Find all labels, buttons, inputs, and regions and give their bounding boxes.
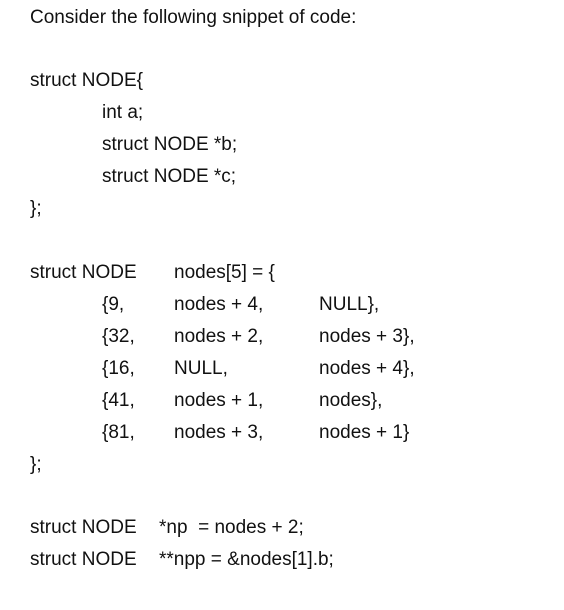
row-value-b: nodes + 2, — [174, 326, 264, 347]
struct-field: int a; — [102, 102, 144, 123]
row-value-a: {16, — [102, 358, 135, 379]
row-value-c: nodes + 1} — [319, 422, 410, 443]
pointer-decl-npp: **npp = &nodes[1].b; — [159, 549, 334, 570]
struct-field: struct NODE *b; — [102, 134, 238, 155]
pointer-type: struct NODE — [30, 517, 137, 538]
array-type: struct NODE — [30, 262, 137, 283]
row-value-b: nodes + 4, — [174, 294, 264, 315]
row-value-a: {9, — [102, 294, 125, 315]
row-value-c: NULL}, — [319, 294, 380, 315]
heading: Consider the following snippet of code: — [30, 7, 357, 28]
row-value-c: nodes + 3}, — [319, 326, 415, 347]
struct-field: struct NODE *c; — [102, 166, 237, 187]
row-value-a: {81, — [102, 422, 135, 443]
row-value-b: NULL, — [174, 358, 228, 379]
pointer-type: struct NODE — [30, 549, 137, 570]
array-close-line: }; — [30, 454, 42, 475]
struct-close-line: }; — [30, 198, 42, 219]
row-value-b: nodes + 3, — [174, 422, 264, 443]
row-value-a: {41, — [102, 390, 135, 411]
pointer-decl-np: *np = nodes + 2; — [159, 517, 304, 538]
row-value-c: nodes}, — [319, 390, 383, 411]
row-value-b: nodes + 1, — [174, 390, 264, 411]
row-value-c: nodes + 4}, — [319, 358, 415, 379]
row-value-a: {32, — [102, 326, 135, 347]
array-decl: nodes[5] = { — [174, 262, 275, 283]
struct-open-line: struct NODE{ — [30, 70, 143, 91]
